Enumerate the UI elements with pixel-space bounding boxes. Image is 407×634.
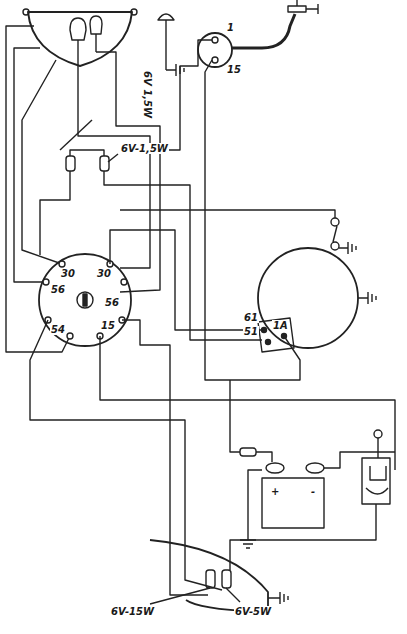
wire [230,504,376,570]
terminal-label: 30 [96,268,112,279]
wire [100,336,395,470]
wire [130,40,212,150]
switch-lever [333,226,337,242]
wire [40,171,70,255]
key-slot [83,294,87,306]
headlight-bulb [70,18,86,40]
terminal-label: - [310,486,316,497]
ignition-coil [198,33,232,67]
terminal-label: 30 [60,268,76,279]
battery-terminal [306,463,324,473]
wire [165,20,166,70]
terminal-label: 15 [100,320,116,331]
terminal-label: 6V-1,5W [120,143,169,154]
ht-cable [232,14,295,48]
leader-line [150,588,240,604]
wire [96,52,160,292]
headlight-screw [131,9,137,15]
wire [230,380,240,452]
switch-key [77,292,93,308]
wire [22,60,62,264]
tail-bulb [206,570,215,588]
terminal-label: 1A [272,320,289,331]
wire [70,150,104,156]
wire [77,40,78,58]
pilot-bulb [66,156,75,171]
battery [262,478,324,528]
wire [95,34,96,52]
wire [377,438,378,458]
terminal-label: 51 [243,326,259,337]
leader-line [60,120,92,150]
wire [110,230,262,330]
fuse [240,448,256,456]
terminal-label: 6V-15W [110,606,155,617]
terminal-label: 61 [243,312,259,323]
terminal-label: 6V-5W [234,606,272,617]
switch-contact [331,242,339,250]
pilot-bulb [100,156,109,171]
terminal-label: 6V 1,5W [142,70,153,119]
terminal-label: 56 [50,284,66,295]
wire [256,452,272,462]
coil-terminal [212,57,218,63]
ground-symbol [358,292,376,304]
switch-contact [331,218,339,226]
parking-bulb [90,16,102,34]
ground-symbol [339,242,356,254]
terminal-label: 15 [226,64,242,75]
ground-symbol [268,592,288,604]
wire [6,26,70,352]
terminal-label: 1 [226,22,235,33]
wire [250,336,300,380]
wire [324,452,395,468]
ignition-switch [39,254,131,346]
generator-terminal-block [258,318,294,352]
switch-terminals [43,261,127,339]
wire [78,58,150,268]
coil-terminal [212,37,218,43]
spark-plug [288,0,318,14]
regulator-post [374,430,382,438]
leader-line [108,154,118,162]
wire [30,320,222,590]
generator [258,248,358,348]
terminal-label: 56 [104,297,120,308]
terminal-label: 54 [50,324,66,335]
tail-lamp [150,540,268,612]
headlight-screw [23,9,29,15]
regulator-coil [366,466,388,494]
wire [14,48,46,282]
stop-bulb [222,570,231,588]
wire [120,210,335,218]
wire [122,320,208,595]
regulator [362,458,390,504]
ground-symbol [240,470,262,548]
horn-button [158,14,174,20]
battery-terminal [266,463,284,473]
terminal-label: + [270,486,280,497]
